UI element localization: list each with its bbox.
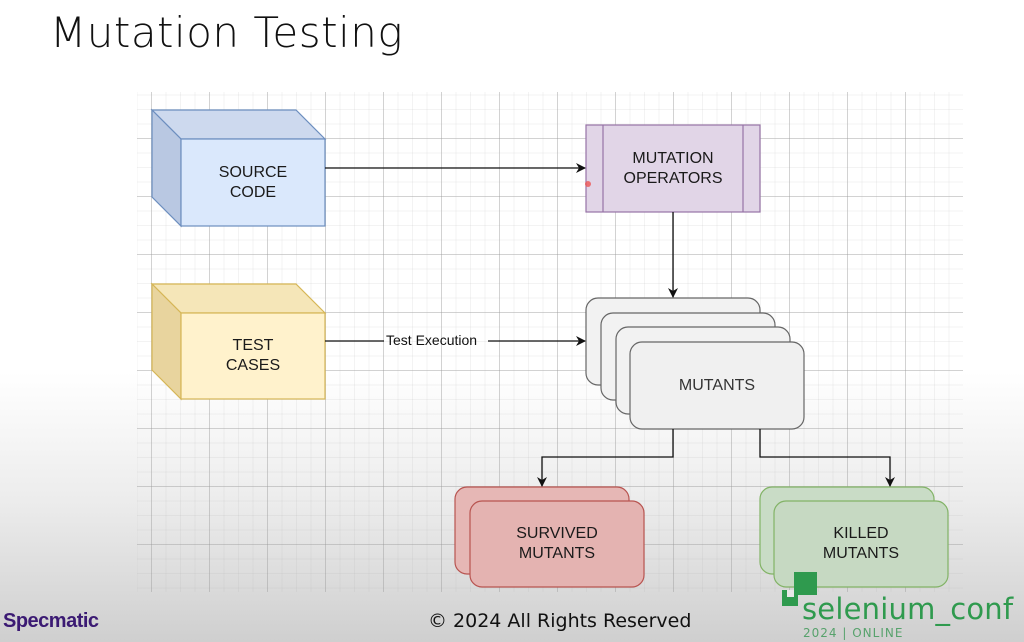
conference-name: selenium_conf <box>802 592 1014 626</box>
conference-subtitle: 2024 | ONLINE <box>803 626 904 640</box>
test-execution-edge-label: Test Execution <box>386 332 478 348</box>
test-cases-label: TEST CASES <box>181 313 325 399</box>
killed-mutants-label: KILLED MUTANTS <box>774 501 948 587</box>
copyright-text: © 2024 All Rights Reserved <box>428 610 692 632</box>
source-code-label-line1: SOURCE <box>218 163 288 181</box>
source-code-label-line2: CODE <box>229 183 277 201</box>
source-code-node[interactable] <box>150 108 327 228</box>
mutation-operators-label-line2: OPERATORS <box>623 169 723 187</box>
test-cases-node[interactable] <box>150 282 327 401</box>
survived-mutants-node[interactable] <box>454 486 645 588</box>
survived-mutants-label-line1: SURVIVED <box>516 525 598 542</box>
mutation-operators-label-line1: MUTATION <box>632 149 714 167</box>
test-cases-label-line2: CASES <box>225 357 281 374</box>
killed-mutants-label-line1: KILLED <box>833 525 889 542</box>
cursor-pointer-dot <box>585 181 591 187</box>
selenium-conf-logo-icon <box>782 572 817 606</box>
slide-title: Mutation Testing <box>50 8 404 57</box>
test-cases-label-line1: TEST <box>232 337 274 354</box>
mutants-label: MUTANTS <box>678 376 756 394</box>
edge-mutants-to-killed <box>759 429 895 487</box>
specmatic-brand-logo: Specmatic <box>3 610 99 632</box>
source-code-label: SOURCE CODE <box>181 139 325 226</box>
killed-mutants-label-line2: MUTANTS <box>822 545 900 562</box>
mutation-operators-node[interactable] <box>585 124 761 213</box>
mutation-operators-label: MUTATION OPERATORS <box>603 125 743 212</box>
survived-mutants-label-line2: MUTANTS <box>518 545 596 562</box>
mutants-node[interactable] <box>585 297 805 430</box>
survived-mutants-label: SURVIVED MUTANTS <box>470 501 644 587</box>
killed-mutants-node[interactable] <box>759 486 949 588</box>
edge-mutants-to-survived <box>537 429 674 487</box>
